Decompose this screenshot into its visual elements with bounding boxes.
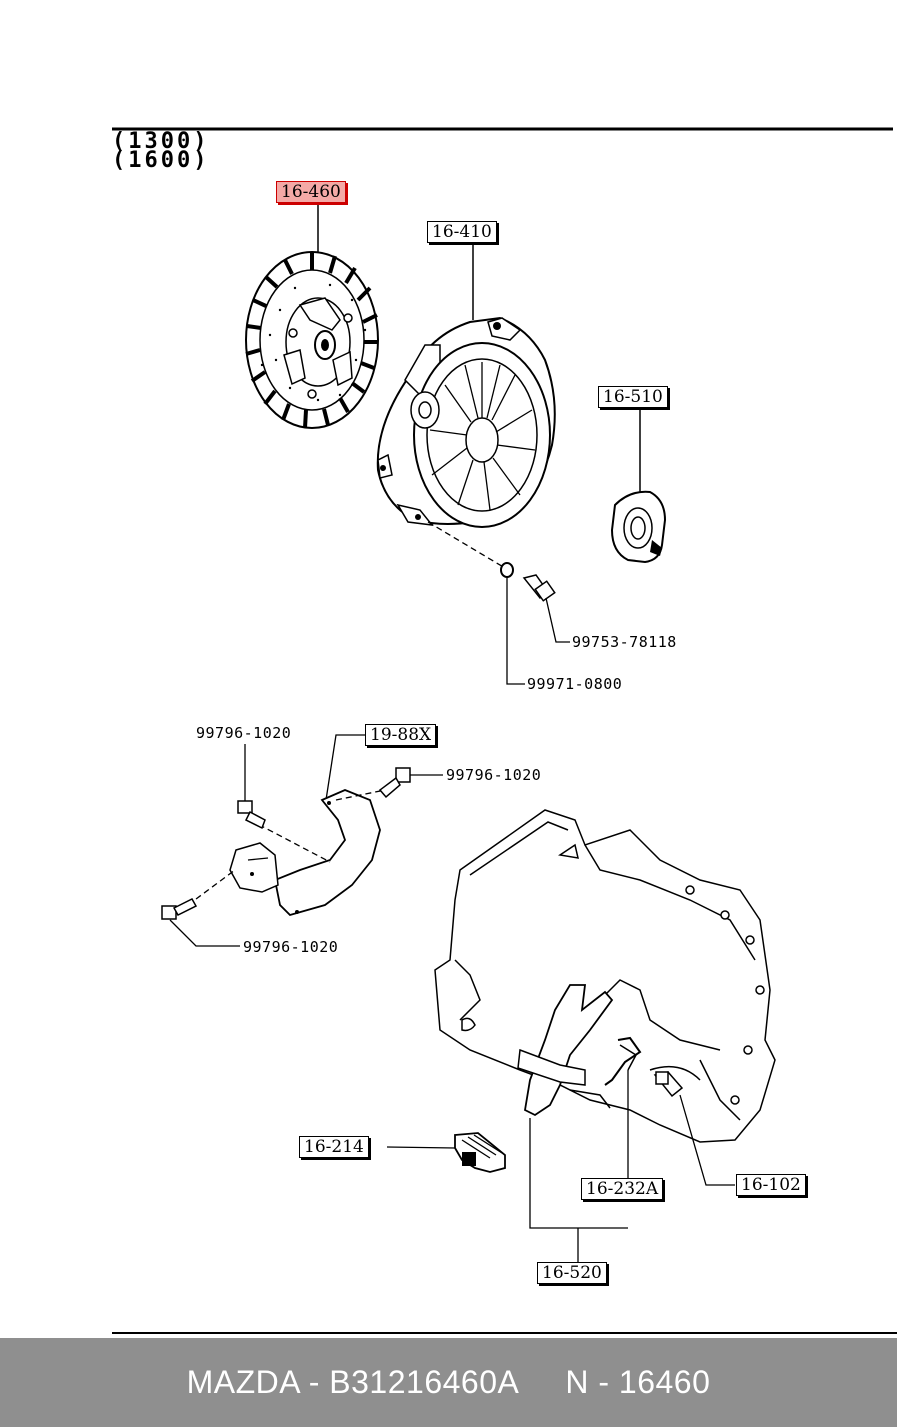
- callout-16-510[interactable]: 16-510: [598, 386, 668, 408]
- callout-16-232a[interactable]: 16-232A: [581, 1178, 664, 1200]
- part-number-cover-bolt: 99753-78118: [572, 633, 677, 651]
- dust-cover: [187, 734, 386, 917]
- cover-bolt: [522, 574, 570, 643]
- callout-16-460[interactable]: 16-460: [276, 181, 346, 203]
- transmission-housing: [434, 809, 776, 1143]
- release-bearing: [610, 407, 667, 564]
- spring: [604, 1036, 642, 1178]
- part-number-bolt-top-right: 99796-1020: [446, 766, 542, 784]
- bolt-top-right: [378, 767, 443, 799]
- washer: [500, 562, 525, 685]
- callout-16-214[interactable]: 16-214: [299, 1136, 369, 1158]
- footer-bar: MAZDA - B31216460A N - 16460: [0, 1338, 897, 1427]
- bolt-top-left: [237, 744, 266, 830]
- clutch-cover: [376, 242, 556, 569]
- variant-1300: (1300): [112, 129, 210, 154]
- pivot-bolt: [653, 1071, 735, 1186]
- release-fork: [517, 984, 628, 1262]
- callout-16-410[interactable]: 16-410: [427, 221, 497, 243]
- part-number-bolt-bottom: 99796-1020: [243, 938, 339, 956]
- boot: [386, 1132, 506, 1173]
- footer-part-ref: MAZDA - B31216460A: [186, 1364, 520, 1400]
- callout-19-88x[interactable]: 19-88X: [365, 724, 437, 746]
- part-number-bolt-top-left: 99796-1020: [196, 724, 292, 742]
- part-number-washer: 99971-0800: [527, 675, 623, 693]
- callout-16-520[interactable]: 16-520: [537, 1262, 607, 1284]
- footer-code: N - 16460: [565, 1364, 711, 1400]
- bolt-bottom: [161, 898, 240, 947]
- variant-1600: (1600): [112, 148, 210, 173]
- callout-16-102[interactable]: 16-102: [736, 1174, 806, 1196]
- clutch-disc: [245, 203, 379, 429]
